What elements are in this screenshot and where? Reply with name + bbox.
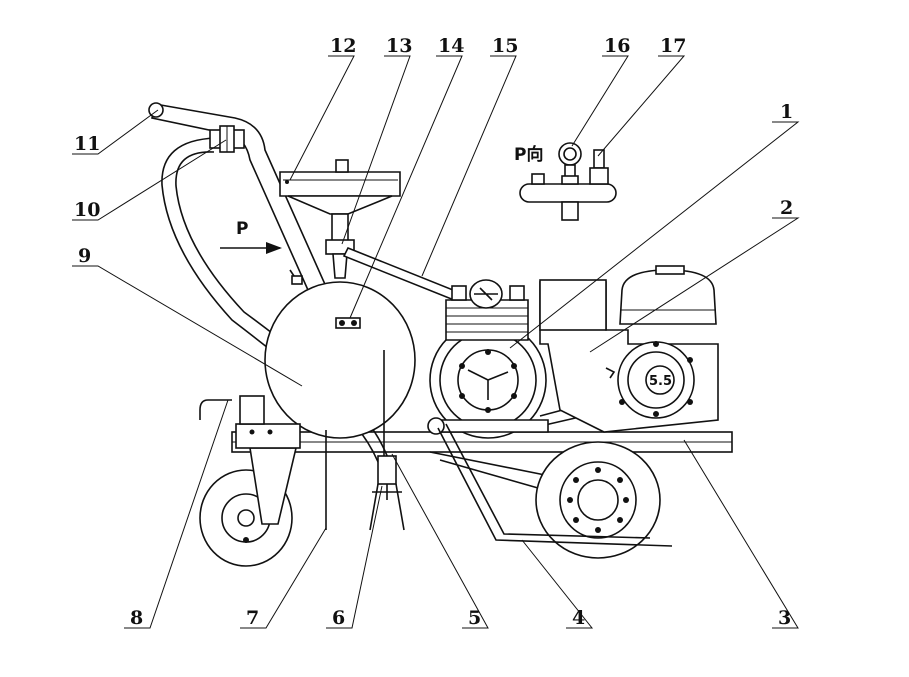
hose-fitting [209,125,245,153]
front-caster [199,395,301,567]
callout-12: 12 [330,35,356,57]
callout-7: 7 [246,607,259,629]
paint-hopper [279,159,401,279]
engine [539,265,719,433]
callout-9: 9 [78,245,91,267]
p-arrow [220,242,282,254]
callout-16: 16 [604,35,630,57]
spray-gun [369,350,405,531]
pressure-tank [264,269,416,439]
p-direction-view [519,142,617,221]
p-arrow-label: P [236,219,248,239]
callout-11: 11 [74,133,100,155]
p-view-label: P向 [514,144,543,165]
callout-5: 5 [468,607,481,629]
callout-1: 1 [780,101,793,123]
callout-labels: 12 13 14 15 16 17 1 2 11 10 9 8 7 6 5 4 … [74,35,793,629]
engine-badge: 5.5 [649,374,672,389]
rear-wheel [535,441,661,559]
callout-15: 15 [492,35,518,57]
pump-assembly [427,279,549,439]
callout-6: 6 [332,607,345,629]
callout-10: 10 [74,199,100,221]
leader-lines [72,55,800,629]
callout-8: 8 [130,607,143,629]
callout-14: 14 [438,35,464,57]
callout-4: 4 [572,607,585,629]
guide-bar [437,423,673,547]
callout-17: 17 [660,35,686,57]
callout-13: 13 [386,35,412,57]
callout-2: 2 [780,197,793,219]
callout-3: 3 [778,607,791,629]
